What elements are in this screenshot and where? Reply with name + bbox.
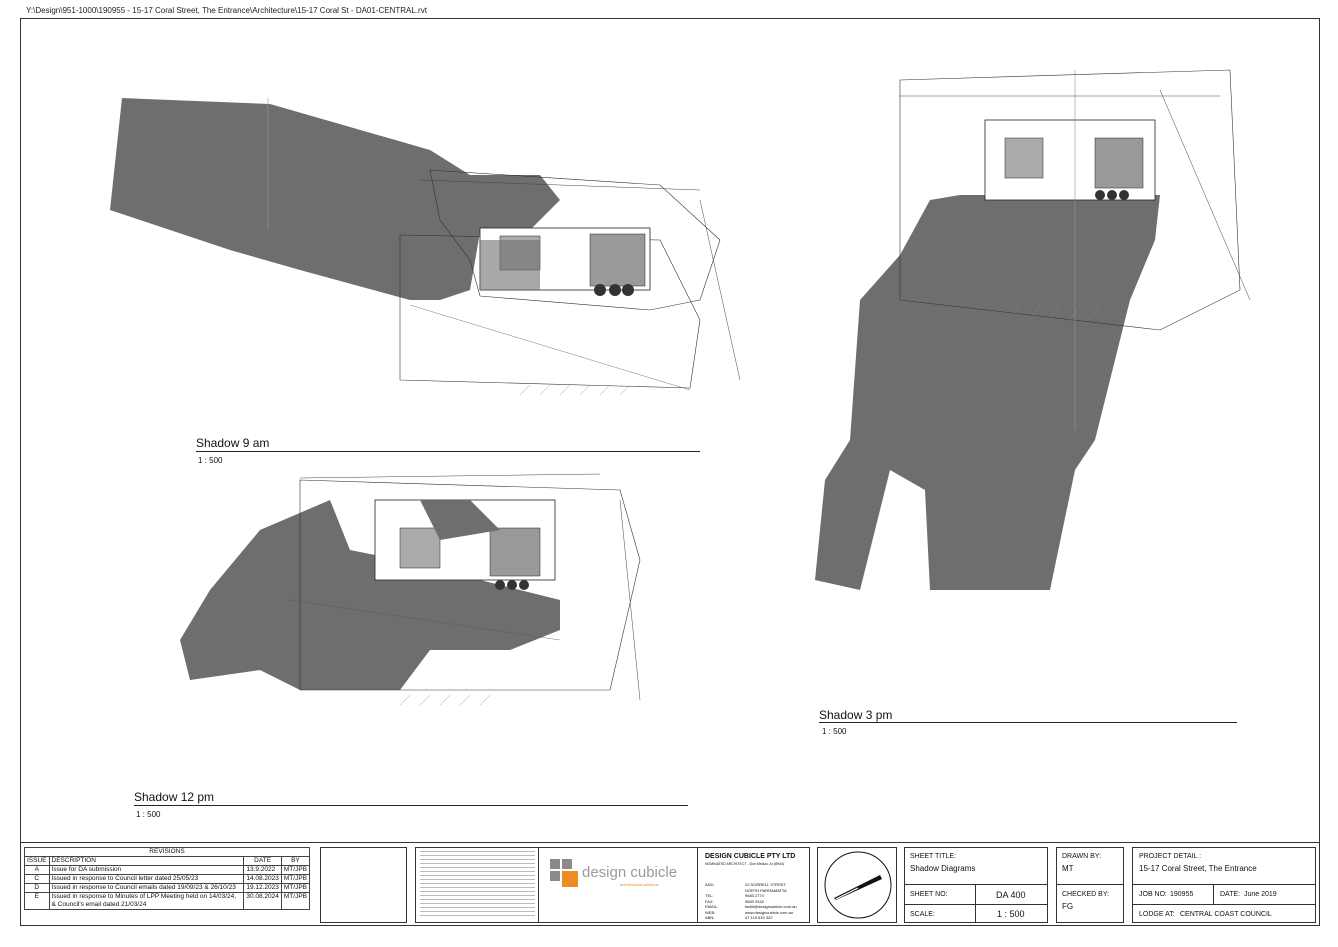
sheet-title: Shadow Diagrams xyxy=(910,864,976,873)
project-name: 15-17 Coral Street, The Entrance xyxy=(1139,864,1257,873)
view-title-rule-9am xyxy=(196,451,700,452)
rev-by: MT/JPB xyxy=(280,874,311,884)
drawn-by: MT xyxy=(1062,864,1074,873)
drawn-divider xyxy=(1056,884,1124,885)
title-block xyxy=(20,842,1320,927)
firm-nominated: NOMINATED ARCHITECT - Don Minsoo Ju (894… xyxy=(705,862,785,866)
revisions-table: REVISIONS ISSUE DESCRIPTION DATE BY A Is… xyxy=(24,847,311,910)
rev-description: Issued in response to Council letter dat… xyxy=(48,874,245,884)
checked-by-label: CHECKED BY: xyxy=(1062,891,1110,898)
project-col-divider xyxy=(1213,884,1214,904)
view-title-rule-3pm xyxy=(819,722,1237,723)
col-date: DATE xyxy=(243,856,282,866)
job-no-label: JOB NO: xyxy=(1139,891,1168,898)
rev-date: 30.08.2024 xyxy=(243,892,282,910)
sheet-row-divider-2 xyxy=(904,904,1048,905)
col-issue: ISSUE xyxy=(24,856,50,866)
table-row: D Issued in response to Council emails d… xyxy=(24,883,311,893)
firm-contact-labels: ADD: TEL:FAX:EMAIL:WEB:ABN: xyxy=(705,882,719,920)
sheet-title-label: SHEET TITLE: xyxy=(910,853,957,860)
view-title-12pm: Shadow 12 pm xyxy=(134,790,215,804)
table-row: A Issue for DA submission 13.9.2022 MT/J… xyxy=(24,865,311,875)
shadow-12pm-plan xyxy=(180,473,641,706)
project-divider-2 xyxy=(1132,904,1316,905)
rev-issue: A xyxy=(24,865,50,875)
sheet-scale: 1 : 500 xyxy=(997,909,1025,919)
general-notes xyxy=(420,851,535,919)
stamp-box xyxy=(320,847,407,923)
firm-name: DESIGN CUBICLE PTY LTD xyxy=(705,853,796,860)
job-no: 190955 xyxy=(1170,891,1194,898)
table-row: C Issued in response to Council letter d… xyxy=(24,874,311,884)
rev-by: MT/JPB xyxy=(280,883,311,893)
shadow-3pm-plan xyxy=(815,69,1251,590)
north-point-box xyxy=(817,847,897,923)
checked-by: FG xyxy=(1062,902,1074,911)
view-title-rule-12pm xyxy=(134,805,688,806)
project-label: PROJECT DETAIL : xyxy=(1139,853,1202,860)
firm-box xyxy=(415,847,810,923)
shadow-9am-plan xyxy=(110,98,741,396)
scale-label: SCALE: xyxy=(910,911,935,918)
view-scale-9am: 1 : 500 xyxy=(198,456,223,465)
rev-description: Issued in response to Council emails dat… xyxy=(48,883,245,893)
rev-description: Issue for DA submission xyxy=(48,865,245,875)
col-by: BY xyxy=(280,856,311,866)
view-scale-12pm: 1 : 500 xyxy=(136,810,161,819)
rev-date: 14.08.2023 xyxy=(243,874,282,884)
design-cubicle-logo-icon: design cubicle architectural solutions xyxy=(550,859,677,887)
sheet-no: DA 400 xyxy=(996,890,1026,900)
sheet-no-label: SHEET NO: xyxy=(910,891,948,898)
sheet-col-divider xyxy=(975,884,976,923)
logo-area xyxy=(538,847,698,923)
north-arrow-icon xyxy=(824,851,892,919)
date-label: DATE: xyxy=(1220,891,1241,898)
rev-description: Issued in response to Minutes of LPP Mee… xyxy=(48,892,245,910)
rev-date: 13.9.2022 xyxy=(243,865,282,875)
rev-date: 19.12.2023 xyxy=(243,883,282,893)
project-divider xyxy=(1132,884,1316,885)
rev-issue: D xyxy=(24,883,50,893)
rev-by: MT/JPB xyxy=(280,892,311,910)
logo-wordmark: design cubicle xyxy=(582,864,677,881)
file-path: Y:\Design\951-1000\190955 - 15-17 Coral … xyxy=(26,6,427,15)
drawn-checked-box xyxy=(1056,847,1124,923)
project-box xyxy=(1132,847,1316,923)
revisions-heading: REVISIONS xyxy=(24,847,310,857)
view-title-3pm: Shadow 3 pm xyxy=(819,708,893,722)
rev-issue: C xyxy=(24,874,50,884)
rev-by: MT/JPB xyxy=(280,865,311,875)
drawn-by-label: DRAWN BY: xyxy=(1062,853,1102,860)
view-scale-3pm: 1 : 500 xyxy=(822,727,847,736)
view-title-9am: Shadow 9 am xyxy=(196,436,270,450)
project-date: June 2019 xyxy=(1244,891,1277,898)
logo-tagline: architectural solutions xyxy=(620,882,659,887)
lodge-at-label: LODGE AT: xyxy=(1139,911,1175,918)
col-description: DESCRIPTION xyxy=(48,856,245,866)
sheet-box xyxy=(904,847,1048,923)
lodge-at: CENTRAL COAST COUNCIL xyxy=(1180,911,1272,918)
sheet-row-divider xyxy=(904,884,1048,904)
table-row: E Issued in response to Minutes of LPP M… xyxy=(24,892,311,910)
sheet-border xyxy=(20,18,1320,926)
rev-issue: E xyxy=(24,892,50,910)
